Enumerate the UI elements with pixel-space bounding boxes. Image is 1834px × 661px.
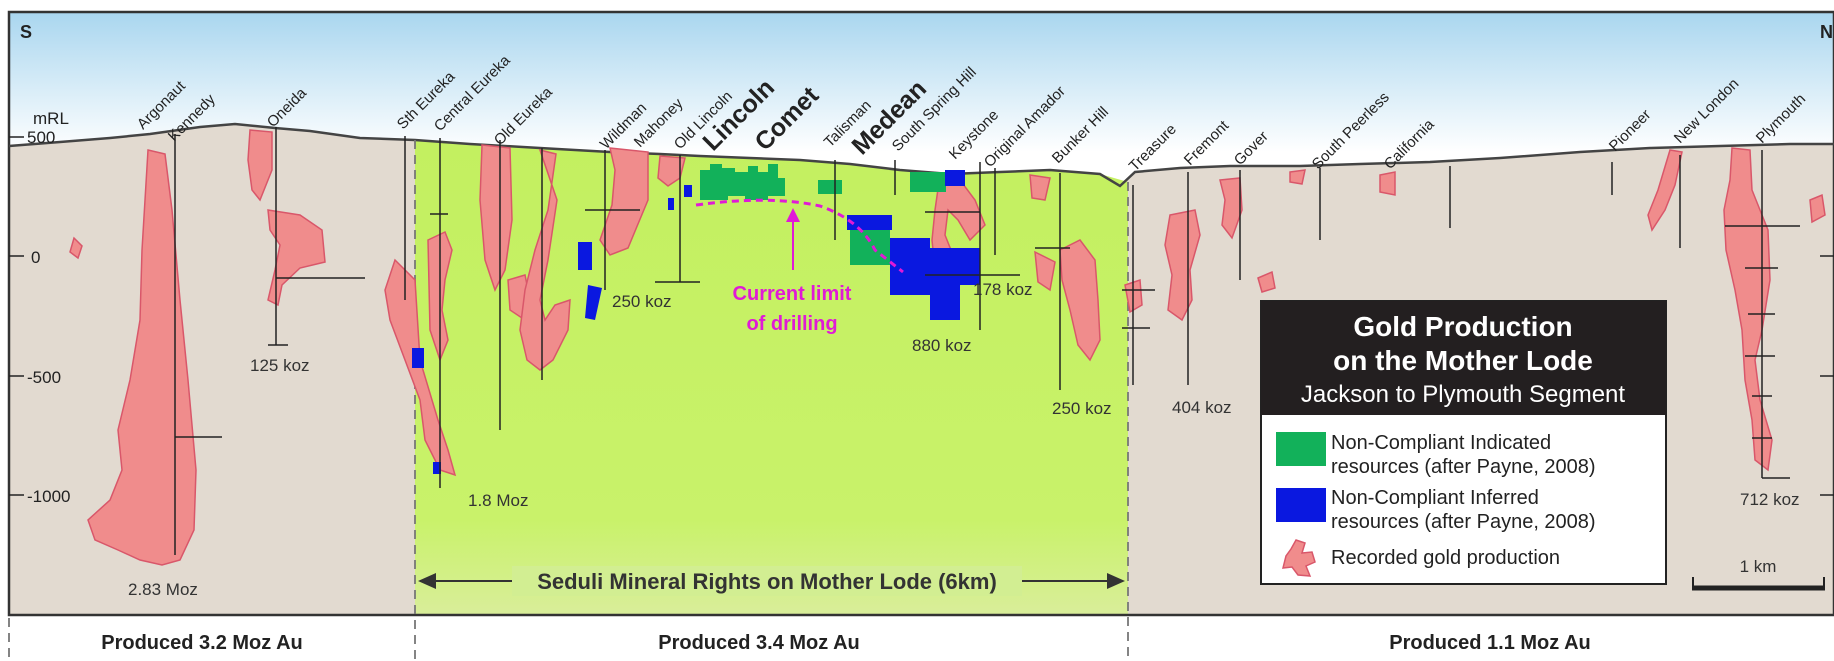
inferred-resources: [412, 170, 980, 474]
production-label-argonaut: 2.83 Moz: [128, 580, 198, 599]
production-label-fremont: 404 koz: [1172, 398, 1232, 417]
ore-body-new-london: [1647, 149, 1683, 232]
section-frame: [7, 10, 1834, 617]
ore-body-oneida: [247, 129, 273, 202]
legend-indicated-line1: Non-Compliant Indicated: [1331, 432, 1551, 454]
ore-body-keystone-2: [1029, 174, 1051, 201]
ore-body-argonaut-small: [69, 236, 83, 260]
production-label-bunker-hill: 250 koz: [1052, 399, 1112, 418]
legend-indicated-line2: resources (after Payne, 2008): [1331, 456, 1596, 478]
production-label-oneida: 125 koz: [250, 356, 310, 375]
elevation-tick-neg1000: -1000: [27, 487, 70, 506]
seduli-rights-arrowhead-left: [418, 573, 436, 589]
ore-body-lincoln: [657, 155, 686, 187]
seduli-rights-label: Seduli Mineral Rights on Mother Lode (6k…: [537, 569, 997, 594]
scale-bar: [1692, 577, 1825, 591]
ore-body-bunker-hill-2: [1034, 250, 1056, 292]
drilling-limit-line: [695, 198, 904, 274]
ore-body-plymouth: [1723, 147, 1773, 472]
compass-north: N: [1820, 22, 1833, 42]
footer-produced-center: Produced 3.4 Moz Au: [658, 632, 860, 654]
elevation-axis: [9, 136, 1834, 496]
legend-subtitle: Jackson to Plymouth Segment: [1301, 381, 1625, 408]
legend-swatch-gold-production: [1282, 539, 1316, 577]
seduli-rights-arrowhead-right: [1107, 573, 1125, 589]
footer-produced-left: Produced 3.2 Moz Au: [101, 632, 303, 654]
production-label-central-eureka: 1.8 Moz: [468, 491, 528, 510]
ore-body-california: [1379, 171, 1396, 196]
mine-shafts: [174, 127, 1800, 555]
drilling-note-line1: Current limit: [733, 283, 852, 305]
elevation-unit-label: mRL: [33, 109, 69, 128]
production-label-keystone-880: 880 koz: [912, 336, 972, 355]
legend-swatch-inferred: [1276, 488, 1326, 522]
ore-body-gover-2: [1257, 270, 1276, 293]
topography-line: [8, 122, 1834, 188]
sky: [9, 12, 1834, 152]
legend-title-line1: Gold Production: [1353, 311, 1572, 342]
footer-produced-right: Produced 1.1 Moz Au: [1389, 632, 1591, 654]
ore-body-old-lincoln: [599, 147, 649, 256]
legend-swatch-indicated: [1276, 432, 1326, 466]
ore-body-argonaut: [87, 149, 197, 566]
production-label-old-lincoln: 250 koz: [612, 292, 672, 311]
seduli-zone: [415, 140, 1128, 615]
ore-body-fremont: [1164, 209, 1201, 322]
elevation-tick-0: 0: [31, 248, 40, 267]
drilling-note-line2: of drilling: [746, 313, 837, 335]
legend-recorded: Recorded gold production: [1331, 547, 1560, 569]
compass-south: S: [20, 22, 32, 42]
production-label-keystone-178: 178 koz: [973, 280, 1033, 299]
ore-body-bunker-hill: [1059, 239, 1101, 362]
ore-body-plymouth-2: [1809, 193, 1826, 224]
legend-inferred-line1: Non-Compliant Inferred: [1331, 487, 1539, 509]
elevation-tick-neg500: -500: [27, 368, 61, 387]
ore-body-oneida-2: [267, 209, 326, 307]
seduli-rights-label-bg: [512, 566, 1022, 596]
legend-title-line2: on the Mother Lode: [1333, 345, 1593, 376]
elevation-tick-500: 500: [27, 128, 55, 147]
drilling-note-arrowhead: [786, 208, 800, 222]
legend-inferred-line2: resources (after Payne, 2008): [1331, 511, 1596, 533]
ore-body-south-peerless: [1289, 169, 1306, 185]
scale-bar-label: 1 km: [1740, 557, 1777, 576]
legend: Gold Production on the Mother Lode Jacks…: [1260, 300, 1667, 585]
production-label-plymouth: 712 koz: [1740, 490, 1800, 509]
legend-header: [1261, 301, 1666, 415]
